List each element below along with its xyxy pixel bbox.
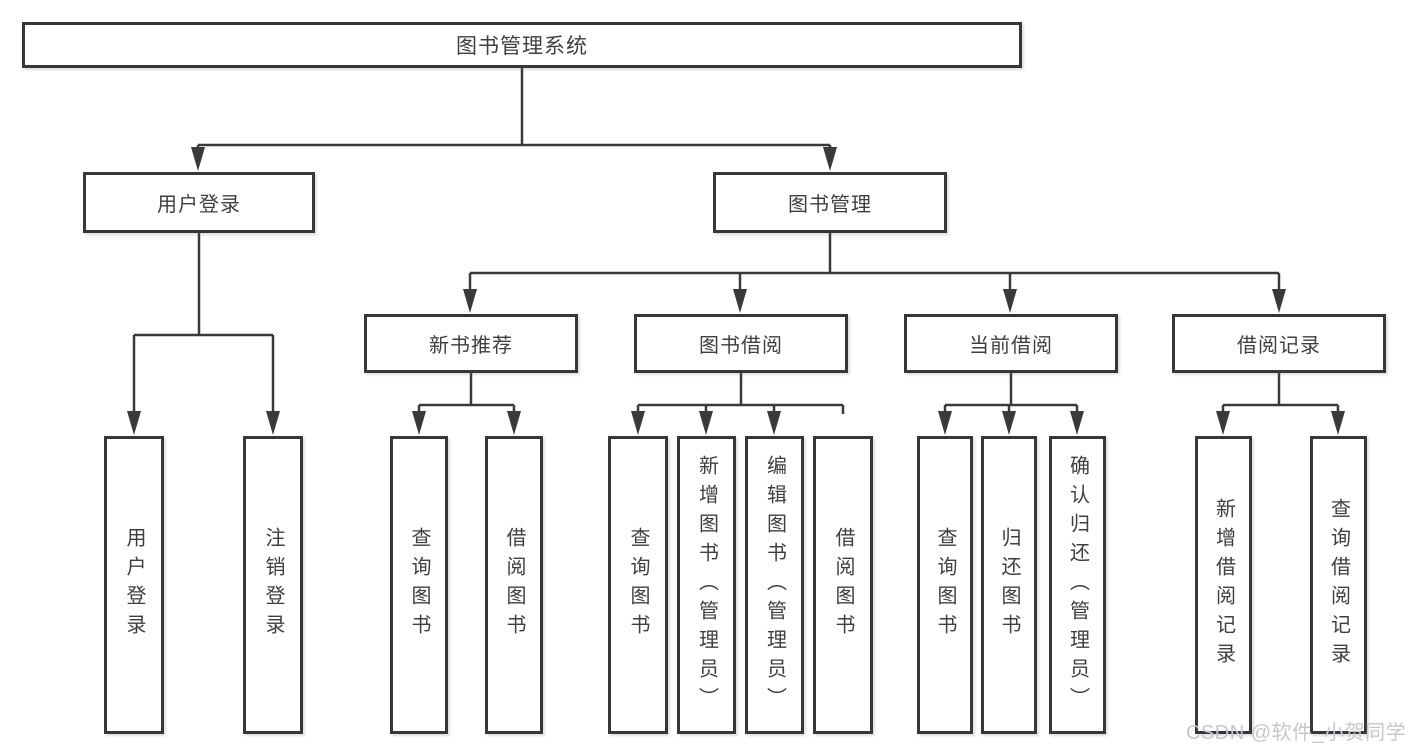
leaf-query-book-borrowing: 查询图书 [608, 436, 668, 734]
leaf-borrow-book-recommend: 借阅图书 [485, 436, 543, 734]
node-borrowing-records: 借阅记录 [1172, 314, 1386, 373]
leaf-query-book-current: 查询图书 [917, 436, 973, 734]
node-current-borrowing: 当前借阅 [904, 314, 1118, 373]
leaf-confirm-return-admin-label: 确认归还（管理员） [1066, 454, 1089, 716]
leaf-borrow-book-borrowing-label: 借阅图书 [832, 527, 854, 643]
leaf-borrow-book-borrowing: 借阅图书 [813, 436, 873, 734]
leaf-logout-label: 注销登录 [262, 527, 284, 643]
leaf-query-book-recommend: 查询图书 [390, 436, 448, 734]
node-new-book-recommend: 新书推荐 [364, 314, 578, 373]
leaf-user-login: 用户登录 [104, 436, 164, 734]
leaf-add-book-admin-label: 新增图书（管理员） [695, 454, 718, 716]
leaf-query-borrow-record-label: 查询借阅记录 [1327, 498, 1350, 672]
node-new-book-recommend-label: 新书推荐 [429, 335, 513, 357]
node-book-borrowing-label: 图书借阅 [699, 335, 783, 357]
node-current-borrowing-label: 当前借阅 [969, 335, 1053, 357]
csdn-watermark: CSDN @软件_小贺同学 [1186, 722, 1405, 744]
leaf-confirm-return-admin: 确认归还（管理员） [1049, 436, 1106, 734]
node-book-borrowing: 图书借阅 [634, 314, 848, 373]
leaf-add-book-admin: 新增图书（管理员） [677, 436, 736, 734]
leaf-user-login-label: 用户登录 [123, 527, 145, 643]
leaf-add-borrow-record-label: 新增借阅记录 [1212, 498, 1235, 672]
node-user-login-label: 用户登录 [157, 194, 241, 216]
leaf-query-book-current-label: 查询图书 [934, 527, 956, 643]
node-root-system: 图书管理系统 [22, 22, 1022, 68]
leaf-query-book-recommend-label: 查询图书 [408, 527, 430, 643]
leaf-query-book-borrowing-label: 查询图书 [627, 527, 649, 643]
node-borrowing-records-label: 借阅记录 [1237, 335, 1321, 357]
leaf-return-book-label: 归还图书 [998, 527, 1020, 643]
arrowhead-icons [127, 147, 1345, 435]
leaf-borrow-book-recommend-label: 借阅图书 [503, 527, 525, 643]
node-book-management-label: 图书管理 [788, 194, 872, 216]
leaf-add-borrow-record: 新增借阅记录 [1195, 436, 1252, 734]
node-book-management: 图书管理 [713, 172, 947, 233]
node-root-system-label: 图书管理系统 [456, 35, 588, 58]
leaf-query-borrow-record: 查询借阅记录 [1310, 436, 1367, 734]
leaf-return-book: 归还图书 [981, 436, 1037, 734]
leaf-edit-book-admin-label: 编辑图书（管理员） [763, 454, 786, 716]
leaf-edit-book-admin: 编辑图书（管理员） [745, 436, 804, 734]
leaf-logout: 注销登录 [243, 436, 303, 734]
node-user-login: 用户登录 [83, 172, 315, 233]
